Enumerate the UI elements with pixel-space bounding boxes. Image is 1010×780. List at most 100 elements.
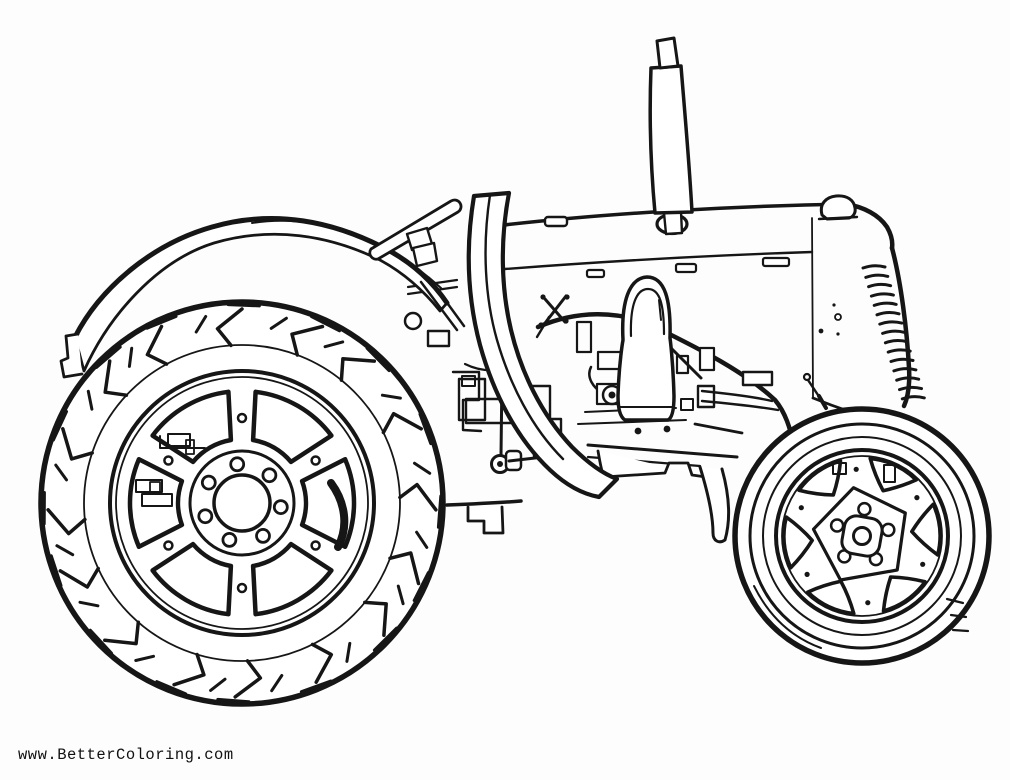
- fuel-cap: [819, 194, 857, 221]
- body-box: [426, 329, 451, 348]
- tread-lug-mark: [194, 315, 208, 334]
- fuel-cap-base: [817, 215, 859, 221]
- tread-lug: [172, 652, 206, 687]
- rear-wheel: [38, 299, 446, 707]
- rear-rim-outer: [108, 369, 376, 637]
- rivet-dot: [236, 582, 248, 594]
- tread-lug-mark: [380, 393, 402, 400]
- engine: [535, 275, 796, 448]
- hood-handle: [543, 215, 569, 228]
- brake-detail: [149, 481, 161, 493]
- hub-detail: [883, 464, 896, 483]
- hub-bolt: [255, 528, 271, 544]
- spoke-opening: [806, 579, 856, 616]
- rear-hub-bolts: [197, 456, 289, 548]
- tread-lug: [363, 600, 388, 638]
- rivet-dot: [914, 495, 920, 501]
- tread-lug: [145, 324, 169, 366]
- tread-edge-dash: [94, 345, 122, 369]
- tread-lug: [381, 411, 423, 435]
- front-hub-bore: [852, 526, 872, 546]
- tread-lug: [61, 427, 94, 461]
- spoke-opening: [250, 541, 334, 617]
- tread-edge-dash: [365, 346, 391, 373]
- grille-slat: [867, 282, 893, 289]
- tread-lug-mark: [78, 600, 100, 608]
- front-axle-drop: [698, 465, 731, 544]
- steering-column-block: [411, 241, 439, 268]
- spoke-opening: [250, 389, 334, 465]
- tread-lug-mark: [209, 677, 227, 692]
- rear-spoke-openings: [127, 389, 357, 617]
- front-tire-accent-arc: [753, 585, 822, 649]
- engine-line: [693, 422, 744, 435]
- tread-edge-dash: [412, 571, 430, 603]
- spoke-opening: [910, 502, 942, 557]
- air-cleaner-body: [616, 275, 676, 422]
- hood-latch: [761, 256, 791, 268]
- hood-latch: [674, 262, 698, 274]
- rear-rivet-dots: [163, 412, 321, 594]
- rivet-dot: [798, 505, 804, 511]
- tread-edge-dash: [155, 680, 188, 696]
- hub-bolt: [261, 467, 278, 484]
- spoke-opening: [782, 515, 814, 570]
- tread-lug-mark: [54, 463, 68, 482]
- grille-slat: [864, 273, 890, 279]
- tread-edge-dash: [49, 554, 63, 588]
- panel-hole: [834, 313, 842, 321]
- spoke-opening: [797, 459, 843, 497]
- wing-nut-knob: [540, 294, 546, 300]
- grille-slat: [892, 367, 918, 373]
- hub-bolt: [829, 518, 845, 533]
- support-rod: [427, 276, 466, 328]
- grille-slat: [869, 292, 895, 298]
- wing-nut-stem: [535, 315, 551, 339]
- hub-bolt: [272, 499, 289, 515]
- rivet-dot: [865, 600, 871, 606]
- brake-detail: [159, 435, 206, 449]
- brake-detail: [141, 493, 173, 507]
- steering-wheel: [368, 198, 463, 261]
- tread-edge-dash: [216, 697, 251, 704]
- front-rim-inner: [781, 455, 943, 617]
- rear-fender: [59, 216, 450, 379]
- linkage-ball-pin: [497, 461, 503, 467]
- engine-box: [575, 320, 593, 354]
- hub-bolt: [221, 532, 238, 548]
- wing-nut-knob: [563, 318, 569, 324]
- air-cleaner-dome-line: [629, 287, 666, 338]
- hub-bolt: [857, 501, 872, 517]
- front-rivet-dots: [798, 466, 926, 606]
- front-tire-ring: [748, 422, 976, 650]
- grille-slat: [883, 339, 909, 345]
- front-wheel: [732, 406, 992, 666]
- tread-lug-mark: [345, 641, 352, 663]
- tread-edge-dash: [418, 412, 433, 446]
- grille-slat: [872, 301, 898, 307]
- tread-lug: [58, 566, 100, 589]
- tread-edge-dash: [226, 302, 261, 308]
- rivet-dot: [920, 561, 926, 567]
- brake-detail: [135, 479, 163, 493]
- rear-treads: [42, 302, 443, 704]
- fender-far-edge: [251, 219, 442, 289]
- steering: [368, 198, 466, 332]
- tread-edge-dash: [88, 628, 113, 655]
- dash-tab: [461, 375, 476, 387]
- front-tire-ring: [762, 436, 962, 636]
- tire-hatch: [951, 628, 970, 633]
- grille-slat: [886, 348, 912, 354]
- fender-end-bracket: [59, 332, 84, 379]
- tread-lug: [233, 659, 263, 699]
- hood-latch: [585, 268, 606, 279]
- hood-front-corner: [843, 201, 895, 251]
- tread-lug: [388, 551, 421, 586]
- axle-bracket: [696, 384, 716, 409]
- pulley-pin: [608, 391, 616, 399]
- footstep: [466, 505, 505, 535]
- exhaust-tip: [655, 36, 680, 70]
- panel-dot: [832, 303, 836, 307]
- hub-detail: [832, 462, 847, 475]
